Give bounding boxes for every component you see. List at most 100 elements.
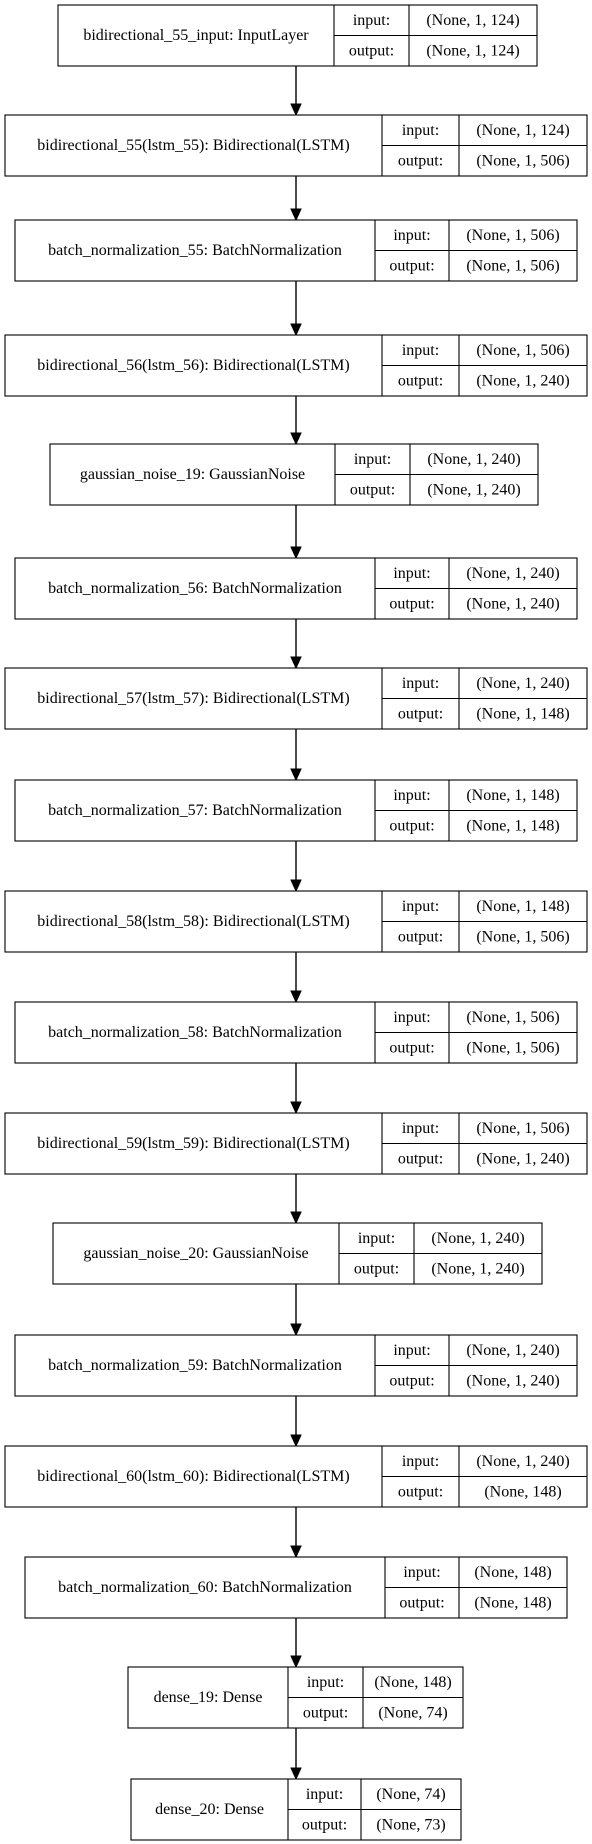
edge-arrow bbox=[290, 952, 302, 1004]
output-shape: (None, 1, 148) bbox=[476, 705, 569, 722]
input-label: input: bbox=[393, 1342, 430, 1359]
output-label: output: bbox=[302, 1816, 347, 1833]
edge-arrow bbox=[290, 1728, 302, 1781]
edge-arrow bbox=[290, 1396, 302, 1448]
input-label: input: bbox=[402, 675, 439, 692]
layer-name: bidirectional_55_input: InputLayer bbox=[83, 27, 309, 44]
edge-arrow bbox=[290, 1507, 302, 1559]
output-shape: (None, 73) bbox=[376, 1816, 445, 1833]
layer-node: bidirectional_57(lstm_57): Bidirectional… bbox=[4, 667, 588, 730]
layer-node: batch_normalization_60: BatchNormalizati… bbox=[24, 1556, 568, 1619]
input-shape: (None, 1, 124) bbox=[476, 122, 569, 139]
output-shape: (None, 1, 148) bbox=[466, 817, 559, 834]
input-label: input: bbox=[358, 1230, 395, 1247]
layer-node: bidirectional_55(lstm_55): Bidirectional… bbox=[4, 114, 588, 177]
edge-arrow bbox=[290, 176, 302, 222]
output-label: output: bbox=[349, 42, 394, 59]
output-label: output: bbox=[398, 928, 443, 945]
input-shape: (None, 1, 240) bbox=[476, 675, 569, 692]
output-shape: (None, 1, 506) bbox=[466, 1039, 559, 1056]
layer-node: gaussian_noise_19: GaussianNoise input: ou… bbox=[49, 443, 539, 506]
input-label: input: bbox=[402, 122, 439, 139]
input-label: input: bbox=[403, 1564, 440, 1581]
output-shape: (None, 1, 506) bbox=[466, 257, 559, 274]
edge-arrow bbox=[290, 1063, 302, 1115]
layer-name: batch_normalization_60: BatchNormalizati… bbox=[58, 1579, 352, 1596]
output-label: output: bbox=[399, 1594, 444, 1611]
input-label: input: bbox=[402, 898, 439, 915]
output-shape: (None, 1, 240) bbox=[427, 481, 520, 498]
input-shape: (None, 1, 240) bbox=[466, 565, 559, 582]
output-label: output: bbox=[389, 817, 434, 834]
output-shape: (None, 1, 506) bbox=[476, 928, 569, 945]
input-shape: (None, 1, 506) bbox=[466, 1009, 559, 1026]
output-label: output: bbox=[303, 1704, 348, 1721]
input-shape: (None, 1, 506) bbox=[466, 227, 559, 244]
layer-name: dense_19: Dense bbox=[154, 1689, 263, 1706]
input-label: input: bbox=[393, 1009, 430, 1026]
layer-node: batch_normalization_57: BatchNormalizati… bbox=[14, 779, 578, 842]
layer-name: gaussian_noise_19: GaussianNoise bbox=[80, 466, 305, 483]
output-label: output: bbox=[389, 1372, 434, 1389]
input-shape: (None, 1, 124) bbox=[426, 12, 519, 29]
output-label: output: bbox=[398, 1150, 443, 1167]
layer-node: batch_normalization_56: BatchNormalizati… bbox=[14, 557, 578, 620]
output-shape: (None, 1, 124) bbox=[426, 42, 519, 59]
input-shape: (None, 1, 240) bbox=[431, 1230, 524, 1247]
input-label: input: bbox=[353, 12, 390, 29]
layer-node: bidirectional_56(lstm_56): Bidirectional… bbox=[4, 334, 588, 397]
layer-name: batch_normalization_56: BatchNormalizati… bbox=[48, 580, 342, 597]
output-shape: (None, 1, 240) bbox=[466, 595, 559, 612]
layer-node: bidirectional_58(lstm_58): Bidirectional… bbox=[4, 890, 588, 953]
input-label: input: bbox=[402, 342, 439, 359]
layer-node: batch_normalization_55: BatchNormalizati… bbox=[14, 219, 578, 282]
layer-node: bidirectional_59(lstm_59): Bidirectional… bbox=[4, 1112, 588, 1175]
output-shape: (None, 1, 240) bbox=[431, 1260, 524, 1277]
layer-node: batch_normalization_59: BatchNormalizati… bbox=[14, 1334, 578, 1397]
input-label: input: bbox=[354, 451, 391, 468]
input-label: input: bbox=[393, 565, 430, 582]
layer-name: bidirectional_59(lstm_59): Bidirectional… bbox=[37, 1135, 349, 1152]
output-label: output: bbox=[350, 481, 395, 498]
layer-name: bidirectional_57(lstm_57): Bidirectional… bbox=[37, 690, 349, 707]
input-label: input: bbox=[393, 227, 430, 244]
input-shape: (None, 1, 148) bbox=[476, 898, 569, 915]
output-label: output: bbox=[398, 705, 443, 722]
layer-name: bidirectional_55(lstm_55): Bidirectional… bbox=[37, 137, 349, 154]
output-label: output: bbox=[398, 1483, 443, 1500]
layer-node: gaussian_noise_20: GaussianNoise input: ou… bbox=[52, 1222, 543, 1285]
edge-arrow bbox=[290, 1618, 302, 1669]
layer-name: gaussian_noise_20: GaussianNoise bbox=[83, 1245, 308, 1262]
input-shape: (None, 1, 240) bbox=[466, 1342, 559, 1359]
output-shape: (None, 148) bbox=[474, 1594, 551, 1611]
layer-name: batch_normalization_59: BatchNormalizati… bbox=[48, 1357, 342, 1374]
layer-name: batch_normalization_55: BatchNormalizati… bbox=[48, 242, 342, 259]
edge-arrow bbox=[290, 1174, 302, 1225]
input-label: input: bbox=[402, 1120, 439, 1137]
output-label: output: bbox=[389, 595, 434, 612]
input-label: input: bbox=[393, 787, 430, 804]
input-label: input: bbox=[402, 1453, 439, 1470]
layer-name: bidirectional_58(lstm_58): Bidirectional… bbox=[37, 913, 349, 930]
input-shape: (None, 148) bbox=[474, 1564, 551, 1581]
output-shape: (None, 1, 240) bbox=[476, 372, 569, 389]
output-shape: (None, 1, 240) bbox=[466, 1372, 559, 1389]
output-label: output: bbox=[389, 257, 434, 274]
input-label: input: bbox=[306, 1786, 343, 1803]
edge-arrow bbox=[290, 841, 302, 893]
edge-arrow bbox=[290, 505, 302, 560]
edge-arrow bbox=[290, 396, 302, 446]
input-shape: (None, 74) bbox=[376, 1786, 445, 1803]
output-label: output: bbox=[398, 372, 443, 389]
output-label: output: bbox=[354, 1260, 399, 1277]
output-shape: (None, 74) bbox=[378, 1704, 447, 1721]
input-label: input: bbox=[307, 1674, 344, 1691]
layer-name: bidirectional_60(lstm_60): Bidirectional… bbox=[37, 1468, 349, 1485]
input-shape: (None, 1, 148) bbox=[466, 787, 559, 804]
edge-arrow bbox=[290, 281, 302, 337]
edge-arrow bbox=[290, 66, 302, 117]
output-shape: (None, 148) bbox=[484, 1483, 561, 1500]
